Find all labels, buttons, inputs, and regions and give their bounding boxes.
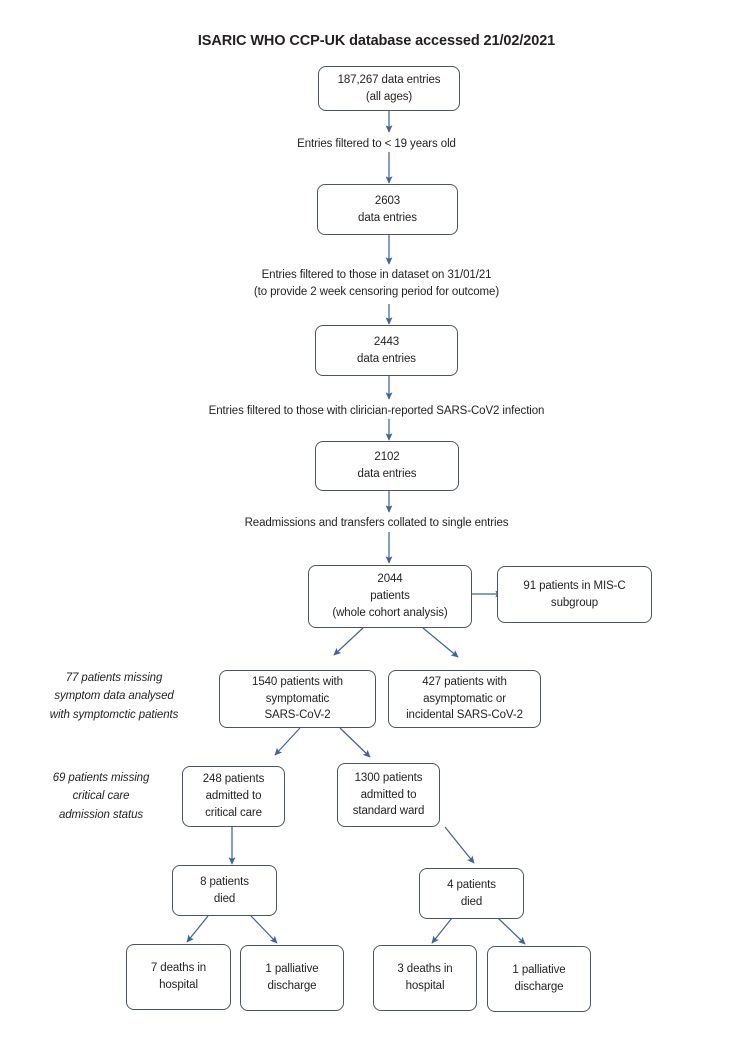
node-died-critical[interactable]: 8 patients died (172, 865, 277, 916)
node-line: patients (370, 590, 410, 603)
node-standard-ward[interactable]: 1300 patients admitted to standard ward (337, 763, 440, 827)
node-line: hospital (159, 979, 198, 991)
node-line: died (460, 895, 483, 908)
caption-line: Readmissions and transfers collated to s… (244, 517, 509, 529)
node-patients-2044[interactable]: 2044 patients (whole cohort analysis) (308, 565, 472, 628)
sidenote-missing-symptom: 77 patients missing symptom data analyse… (14, 669, 214, 724)
sidenote-missing-critical-care: 69 patients missing critical care admiss… (11, 769, 191, 824)
node-all-entries[interactable]: 187,267 data entries (all ages) (318, 66, 460, 111)
sidenote-line: admission status (58, 808, 144, 821)
caption-line: Entries filtered to < 19 years old (297, 138, 456, 150)
arrow-died-ward-to-palliative (497, 917, 526, 945)
node-line: 187,267 data entries (337, 73, 441, 86)
arrow-symptomatic-to-standard-ward (339, 727, 371, 758)
node-line: 1540 patients with (252, 675, 343, 688)
sidenote-line: 77 patients missing (65, 672, 163, 684)
node-line: 1300 patients (354, 771, 423, 784)
caption-collate: Readmissions and transfers collated to s… (0, 515, 753, 532)
node-misc-subgroup[interactable]: 91 patients in MIS-C subgroup (497, 566, 652, 623)
caption-line: Entries filtered to those in dataset on … (261, 269, 492, 281)
node-deaths-hospital-critical[interactable]: 7 deaths in hospital (126, 944, 231, 1010)
node-line: 3 deaths in (397, 963, 453, 976)
node-deaths-hospital-ward[interactable]: 3 deaths in hospital (373, 945, 477, 1011)
node-line: died (213, 892, 236, 905)
arrow-died-ward-to-deaths-hospital (431, 917, 453, 944)
node-line: admitted to (205, 790, 262, 803)
caption-filter-age: Entries filtered to < 19 years old (0, 136, 753, 153)
node-line: (all ages) (365, 90, 413, 103)
node-line: hospital (405, 980, 445, 992)
node-line: 2603 (374, 194, 401, 207)
caption-filter-infection: Entries filtered to those with clirician… (0, 403, 753, 420)
node-line: 91 patients in MIS-C (523, 579, 626, 592)
node-line: 7 deaths in (150, 962, 207, 975)
arrow-2044-to-asymptomatic (422, 627, 459, 658)
node-line: (whole cohort analysis) (332, 606, 448, 619)
node-line: data entries (357, 468, 417, 480)
arrow-symptomatic-to-critical-care (274, 727, 301, 756)
node-palliative-critical[interactable]: 1 palliative discharge (240, 945, 344, 1011)
node-line: SARS-CoV-2 (264, 709, 331, 722)
node-line: 8 patients (200, 875, 249, 888)
node-line: 1 palliative (265, 963, 319, 976)
sidenote-line: with symptomctic patients (49, 708, 179, 721)
caption-line: (to provide 2 week censoring period for … (253, 286, 500, 299)
node-line: 2443 (373, 335, 400, 348)
node-line: data entries (358, 211, 417, 224)
page-title: ISARIC WHO CCP-UK database accessed 21/0… (197, 33, 556, 49)
node-line: discharge (267, 980, 317, 992)
node-line: subgroup (550, 596, 599, 609)
arrow-died-critical-to-palliative (250, 915, 278, 944)
node-symptomatic[interactable]: 1540 patients with symptomatic SARS-CoV-… (219, 670, 376, 728)
node-line: incidental SARS-CoV-2 (406, 709, 523, 722)
node-line: admitted to (360, 788, 417, 801)
node-line: 4 patients (447, 878, 496, 891)
node-line: critical care (205, 806, 262, 819)
sidenote-line: symptom data analysed (54, 690, 174, 703)
sidenote-line: critical care (72, 790, 130, 803)
sidenote-line: 69 patients missing (52, 772, 150, 784)
node-line: symptomatic (265, 692, 330, 705)
node-line: 427 patients with (422, 675, 507, 688)
node-entries-2603[interactable]: 2603 data entries (317, 184, 458, 235)
arrow-2044-to-symptomatic (333, 627, 364, 656)
node-critical-care[interactable]: 248 patients admitted to critical care (182, 766, 285, 827)
node-palliative-ward[interactable]: 1 palliative discharge (487, 946, 591, 1012)
node-line: 1 palliative (512, 964, 566, 977)
node-line: 2044 (377, 573, 403, 586)
caption-line: Entries filtered to those with clirician… (208, 405, 545, 417)
node-asymptomatic[interactable]: 427 patients with asymptomatic or incide… (388, 670, 541, 728)
node-line: data entries (357, 352, 416, 365)
arrow-standard-ward-to-died (444, 826, 475, 864)
node-entries-2102[interactable]: 2102 data entries (315, 441, 459, 491)
node-entries-2443[interactable]: 2443 data entries (315, 325, 458, 376)
node-line: standard ward (352, 805, 425, 818)
node-line: discharge (514, 981, 564, 993)
caption-filter-dataset: Entries filtered to those in dataset on … (0, 267, 753, 302)
arrow-died-critical-to-deaths-hospital (186, 915, 209, 943)
node-line: 248 patients (202, 773, 265, 786)
node-died-ward[interactable]: 4 patients died (419, 868, 524, 919)
node-line: 2102 (374, 451, 400, 464)
node-line: asymptomatic or (423, 692, 506, 705)
